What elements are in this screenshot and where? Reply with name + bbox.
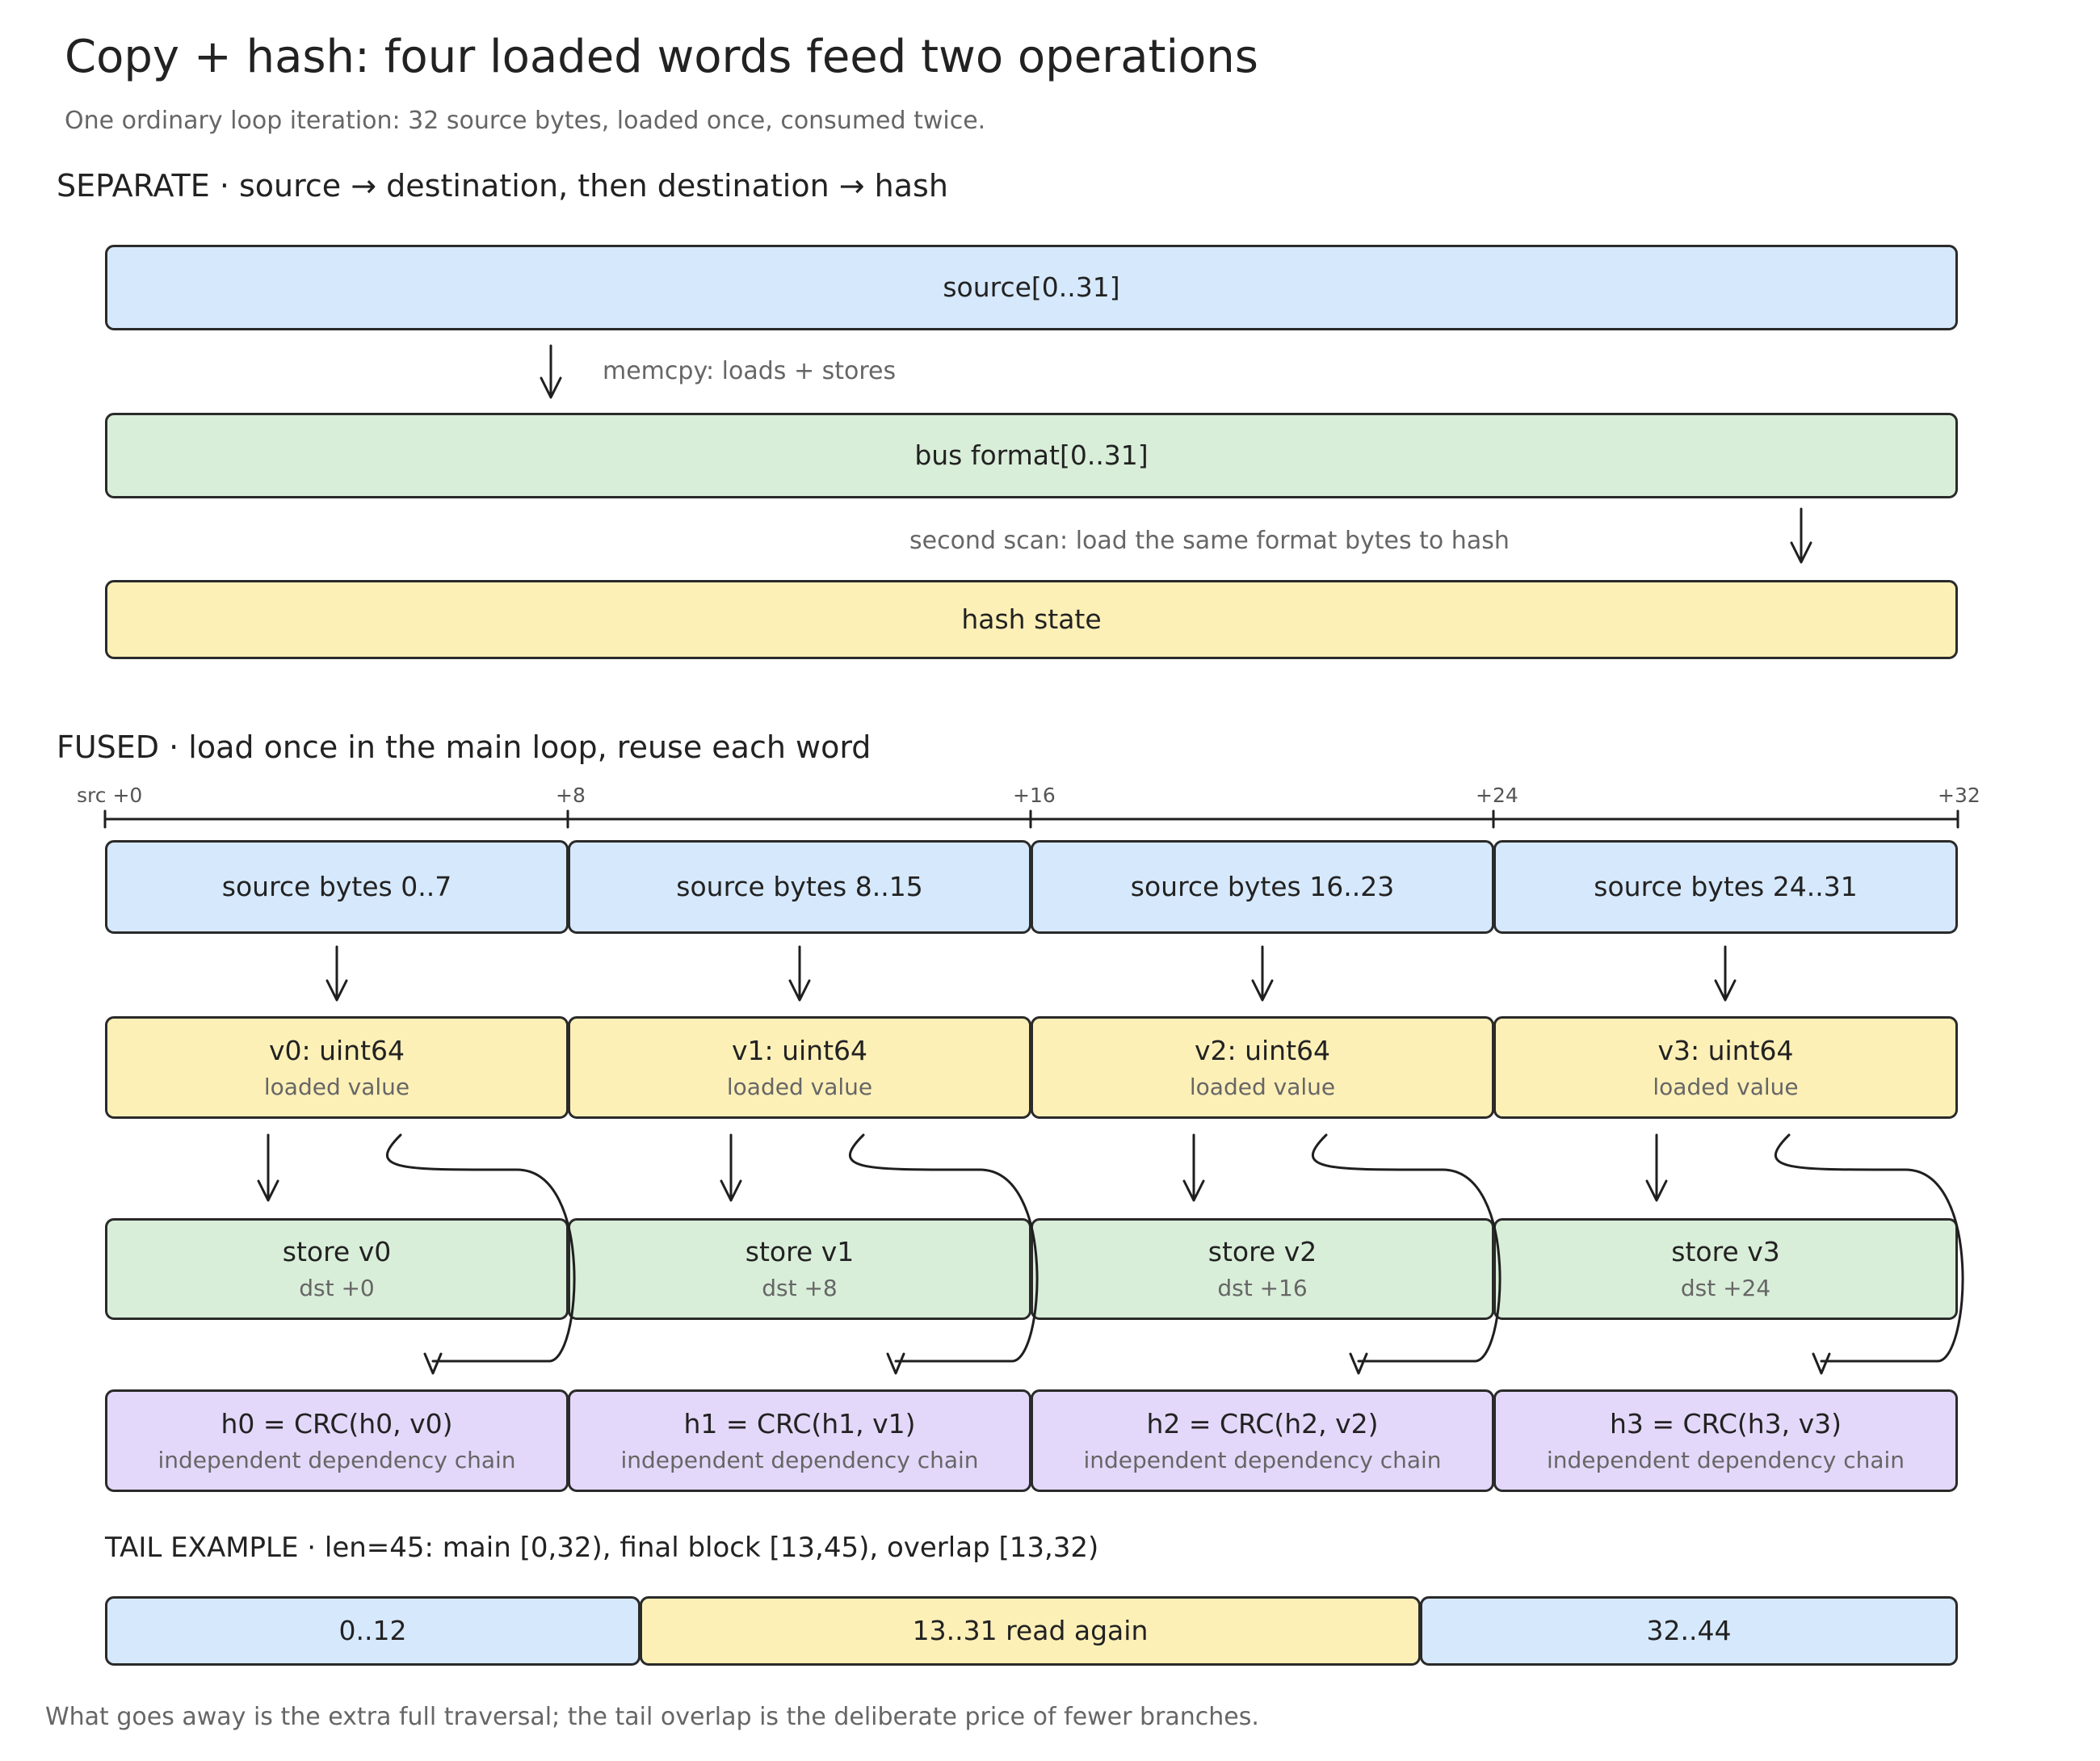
store-sublabel: dst +8 (762, 1275, 838, 1301)
ruler-tick-0: src +0 (77, 784, 143, 807)
store-sublabel: dst +24 (1680, 1275, 1771, 1301)
hash-arrow-2 (1311, 1133, 1502, 1375)
hash-block-0: h0 = CRC(h0, v0) independent dependency … (105, 1389, 569, 1492)
value-label: v2: uint64 (1194, 1034, 1331, 1066)
load-arrow-3 (1714, 945, 1737, 1002)
hash-sublabel: independent dependency chain (1083, 1446, 1442, 1473)
hash-block-1: h1 = CRC(h1, v1) independent dependency … (568, 1389, 1031, 1492)
tail-heading: TAIL EXAMPLE · len=45: main [0,32), fina… (105, 1532, 1099, 1564)
hash-label: h0 = CRC(h0, v0) (220, 1407, 453, 1439)
second-scan-note: second scan: load the same format bytes … (909, 527, 1510, 555)
hash-arrow-0 (385, 1133, 576, 1375)
value-block-2: v2: uint64 loaded value (1031, 1016, 1494, 1119)
footer-note: What goes away is the extra full travers… (45, 1703, 1259, 1731)
tail-segment-head: 0..12 (105, 1596, 640, 1666)
tail-segment-label: 32..44 (1646, 1615, 1732, 1647)
source-block-3: source bytes 24..31 (1493, 840, 1958, 934)
store-block-3: store v3 dst +24 (1493, 1218, 1958, 1320)
source-block-2: source bytes 16..23 (1031, 840, 1494, 934)
source-block-label: source bytes 8..15 (676, 871, 923, 903)
ruler-tick-24: +24 (1476, 784, 1518, 807)
store-label: store v2 (1208, 1236, 1317, 1268)
store-arrow-3 (1645, 1133, 1668, 1202)
separate-heading: SEPARATE · source → destination, then de… (57, 168, 948, 204)
page-title: Copy + hash: four loaded words feed two … (65, 31, 1258, 83)
hash-arrow-1 (848, 1133, 1039, 1375)
source-block-label: source bytes 24..31 (1594, 871, 1858, 903)
tail-segment-overlap: 13..31 read again (640, 1596, 1421, 1666)
bus-format-box: bus format[0..31] (105, 413, 1958, 498)
tail-segment-label: 0..12 (338, 1615, 407, 1647)
store-arrow-1 (720, 1133, 742, 1202)
source-block-1: source bytes 8..15 (568, 840, 1031, 934)
page-subtitle: One ordinary loop iteration: 32 source b… (65, 107, 986, 135)
value-sublabel: loaded value (263, 1073, 410, 1100)
byte-ruler (103, 809, 1959, 829)
hash-label: h2 = CRC(h2, v2) (1146, 1407, 1379, 1439)
ruler-tick-16: +16 (1013, 784, 1056, 807)
store-label: store v0 (282, 1236, 392, 1268)
value-sublabel: loaded value (726, 1073, 873, 1100)
load-arrow-0 (326, 945, 348, 1002)
hash-label: h3 = CRC(h3, v3) (1609, 1407, 1842, 1439)
bus-format-label: bus format[0..31] (914, 439, 1149, 472)
store-arrow-2 (1182, 1133, 1205, 1202)
store-sublabel: dst +0 (299, 1275, 375, 1301)
store-arrow-0 (257, 1133, 279, 1202)
hash-state-label: hash state (961, 603, 1102, 636)
value-block-0: v0: uint64 loaded value (105, 1016, 569, 1119)
ruler-tick-8: +8 (556, 784, 586, 807)
hash-block-3: h3 = CRC(h3, v3) independent dependency … (1493, 1389, 1958, 1492)
second-scan-arrow (1790, 507, 1812, 564)
hash-state-box: hash state (105, 580, 1958, 659)
source-block-label: source bytes 16..23 (1130, 871, 1395, 903)
source-range-box: source[0..31] (105, 245, 1958, 330)
source-block-0: source bytes 0..7 (105, 840, 569, 934)
store-block-2: store v2 dst +16 (1031, 1218, 1494, 1320)
store-label: store v3 (1671, 1236, 1780, 1268)
fused-heading: FUSED · load once in the main loop, reus… (57, 729, 872, 765)
store-label: store v1 (745, 1236, 855, 1268)
value-label: v1: uint64 (731, 1034, 868, 1066)
ruler-tick-32: +32 (1938, 784, 1980, 807)
value-sublabel: loaded value (1189, 1073, 1336, 1100)
hash-arrow-3 (1774, 1133, 1964, 1375)
tail-segment-label: 13..31 read again (912, 1615, 1149, 1647)
source-range-label: source[0..31] (943, 271, 1120, 304)
hash-sublabel: independent dependency chain (158, 1446, 516, 1473)
value-label: v3: uint64 (1657, 1034, 1794, 1066)
value-label: v0: uint64 (268, 1034, 405, 1066)
source-block-label: source bytes 0..7 (221, 871, 452, 903)
load-arrow-1 (788, 945, 811, 1002)
store-block-0: store v0 dst +0 (105, 1218, 569, 1320)
value-block-1: v1: uint64 loaded value (568, 1016, 1031, 1119)
memcpy-arrow (540, 344, 562, 399)
hash-sublabel: independent dependency chain (1546, 1446, 1905, 1473)
load-arrow-2 (1251, 945, 1274, 1002)
hash-sublabel: independent dependency chain (620, 1446, 979, 1473)
memcpy-note: memcpy: loads + stores (603, 357, 897, 385)
store-block-1: store v1 dst +8 (568, 1218, 1031, 1320)
hash-label: h1 = CRC(h1, v1) (683, 1407, 916, 1439)
value-sublabel: loaded value (1653, 1073, 1799, 1100)
tail-segment-end: 32..44 (1420, 1596, 1958, 1666)
hash-block-2: h2 = CRC(h2, v2) independent dependency … (1031, 1389, 1494, 1492)
value-block-3: v3: uint64 loaded value (1493, 1016, 1958, 1119)
store-sublabel: dst +16 (1217, 1275, 1308, 1301)
